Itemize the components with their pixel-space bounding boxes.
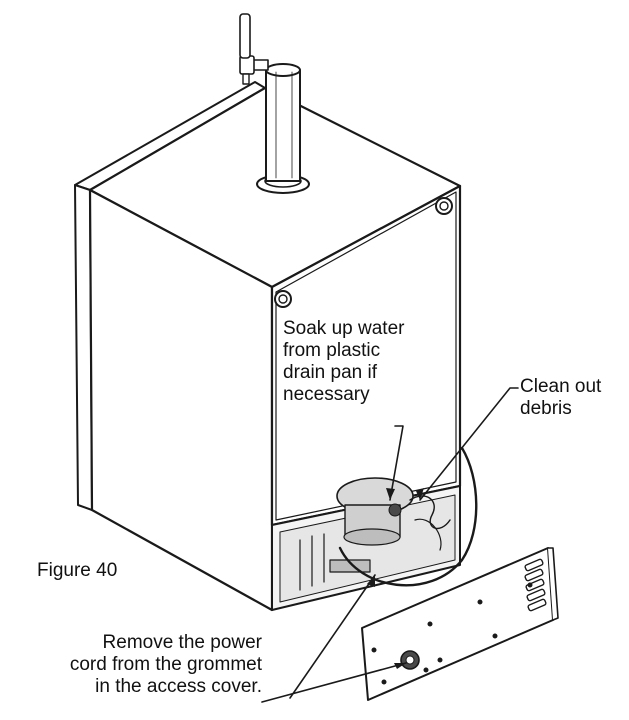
callout-line: in the access cover.	[95, 676, 262, 697]
panel-screw-top-left	[274, 290, 292, 308]
callout-clean-debris: Clean out debris	[520, 376, 601, 420]
callout-line: debris	[520, 398, 572, 419]
leader-cord-to-cover	[261, 662, 407, 703]
arrowheads	[367, 488, 424, 669]
leader-debris	[419, 387, 519, 501]
callout-line: from plastic	[283, 340, 381, 361]
side-panel-strip	[74, 81, 266, 511]
power-cord	[338, 446, 478, 587]
callout-line: Remove the power	[102, 632, 262, 653]
figure-caption: Figure 40	[37, 560, 118, 581]
callout-soak-water: Soak up water from plastic drain pan if …	[283, 318, 404, 406]
machine-compartment	[271, 477, 461, 611]
callout-line: Soak up water	[283, 318, 405, 339]
callout-line: cord from the grommet	[69, 654, 262, 675]
leader-cord-to-unit	[289, 574, 376, 699]
callout-remove-power-cord: Remove the power cord from the grommet i…	[30, 632, 262, 698]
leader-soak	[389, 425, 404, 501]
panel-screw-top-right	[435, 197, 453, 215]
tap-faucet	[239, 13, 269, 85]
tap-tower	[256, 63, 310, 194]
callout-line: necessary	[283, 384, 370, 405]
callout-line: drain pan if	[283, 362, 378, 383]
callout-line: Clean out	[520, 376, 602, 397]
grommet	[400, 650, 420, 670]
